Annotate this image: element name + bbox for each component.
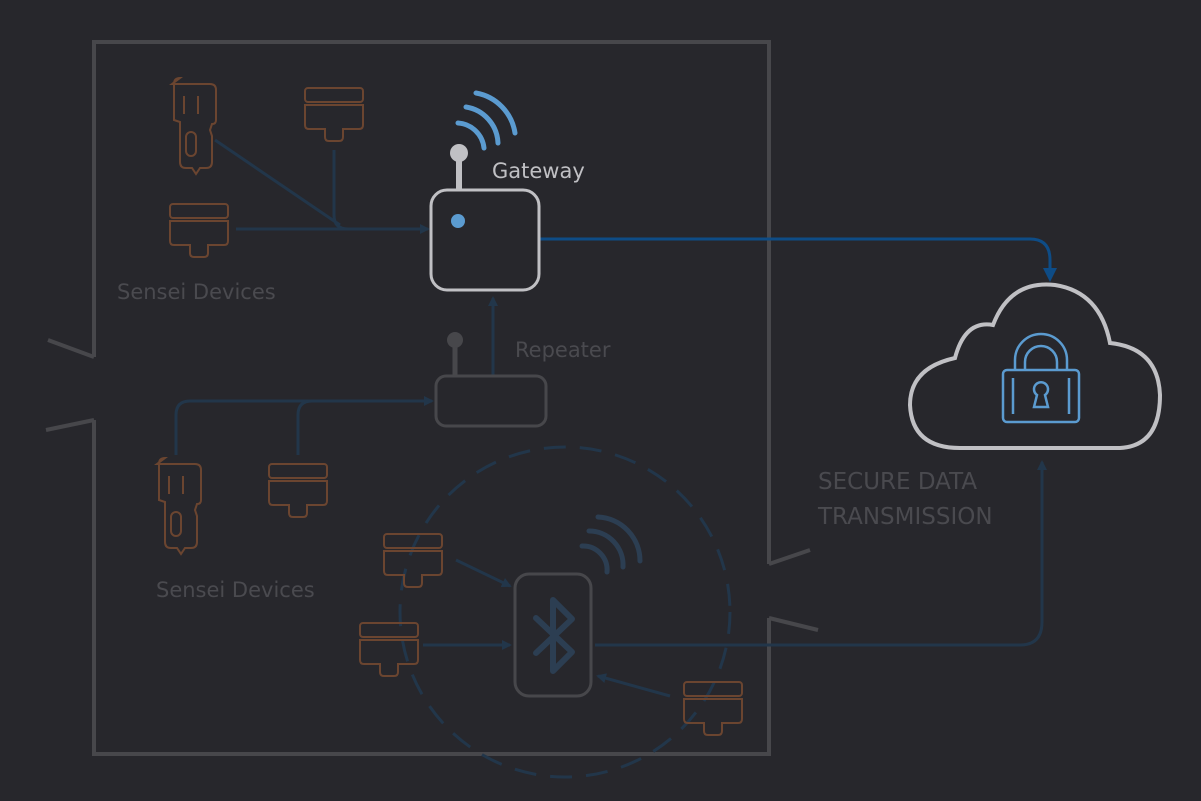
sensor-puck-icon xyxy=(169,203,229,258)
bluetooth-range-circle xyxy=(398,445,732,779)
link-bluetooth-cloud xyxy=(595,460,1047,647)
sensor-puck-icon xyxy=(268,463,328,518)
sensor-puck-icon xyxy=(683,681,743,736)
link-gateway-cloud xyxy=(540,237,1057,282)
sensor-puck-icon xyxy=(383,533,443,588)
status-led-icon xyxy=(451,214,465,228)
sensei-devices-label-bottom: Sensei Devices xyxy=(156,578,315,602)
wifi-signal-icon xyxy=(579,514,643,575)
sensor-puck-icon xyxy=(359,622,419,677)
wall-break-bottom-right xyxy=(768,616,819,632)
padlock-icon xyxy=(1001,332,1081,424)
repeater-node[interactable] xyxy=(434,332,548,428)
wifi-signal-icon xyxy=(455,90,518,151)
links-bottom-devices xyxy=(174,396,434,455)
bluetooth-icon xyxy=(533,597,575,674)
gateway-label: Gateway xyxy=(492,159,585,183)
sensor-plug-icon xyxy=(156,457,202,555)
secure-data-label-line2: TRANSMISSION xyxy=(817,504,993,530)
sensor-puck-icon xyxy=(304,87,364,142)
bluetooth-hub-node[interactable] xyxy=(513,514,643,698)
links-bluetooth-sensors xyxy=(423,558,671,698)
links-top-devices xyxy=(214,138,430,234)
wall-break-bottom-left xyxy=(45,418,95,432)
gateway-node[interactable] xyxy=(429,90,541,292)
secure-data-label-line1: SECURE DATA xyxy=(818,469,977,495)
building-walls xyxy=(45,40,819,756)
wall-break-top-right xyxy=(768,548,811,566)
wall-break-top-left xyxy=(47,338,95,359)
sensor-plug-icon xyxy=(171,77,217,175)
sensei-devices-label-top: Sensei Devices xyxy=(117,280,276,304)
cloud-icon xyxy=(907,282,1163,450)
repeater-label: Repeater xyxy=(515,338,611,362)
secure-cloud-node[interactable] xyxy=(907,282,1163,450)
